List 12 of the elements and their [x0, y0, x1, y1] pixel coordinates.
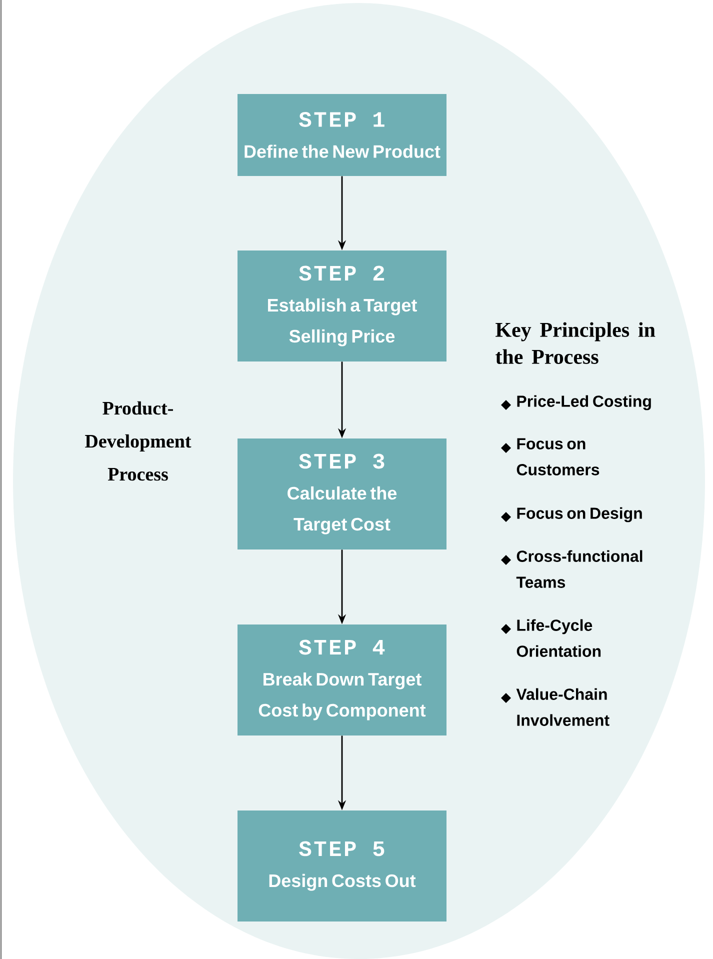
step-box: STEP 3 Calculate the Target Cost	[238, 438, 446, 550]
principle-item: Life-Cycle Orientation	[516, 619, 601, 657]
principle-item: Price-Led Costing	[517, 395, 651, 410]
step-box: STEP 2 Establish a Target Selling Price	[238, 250, 446, 362]
principle-item: Value-Chain Involvement	[516, 688, 610, 726]
step-box: STEP 1 Define the New Product	[238, 94, 446, 176]
principle-item: Focus on Design	[517, 507, 642, 522]
heading: Key Principles in the Process	[496, 322, 656, 364]
principle-item: Focus on Customers	[516, 438, 600, 476]
step-box: STEP 5 Design Costs Out	[238, 810, 446, 922]
step-box: STEP 4 Break Down Target Cost by Component	[238, 624, 446, 736]
principle-item: Cross-functional Teams	[516, 550, 642, 588]
